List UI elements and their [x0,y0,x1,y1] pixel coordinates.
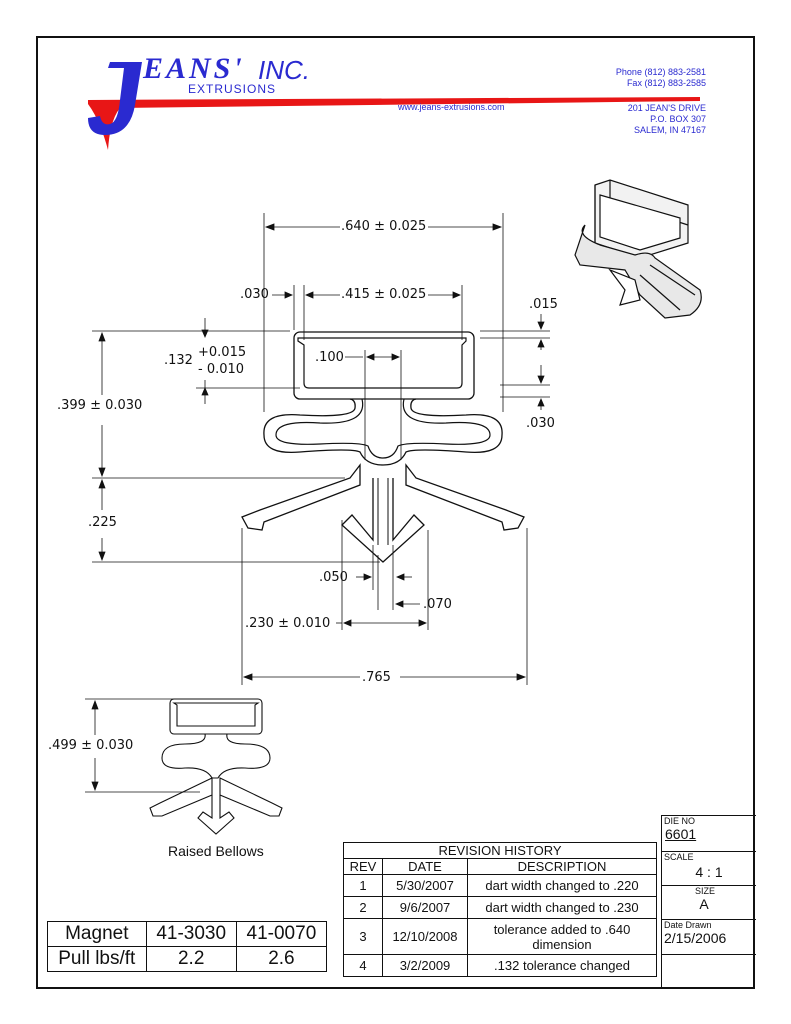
scale-cell: SCALE 4 : 1 [662,851,756,885]
magnet-pocket-outer [293,331,475,400]
table-row: 4 3/2/2009 .132 tolerance changed [343,954,657,977]
die-no-label: DIE NO [664,816,696,826]
revision-history-title: REVISION HISTORY [343,842,657,859]
dim-499: .499 ± 0.030 [48,738,134,753]
table-row: 1 5/30/2007 dart width changed to .220 [343,874,657,897]
dim-100: .100 [315,350,344,365]
dim-132-plus: +0.015 [198,345,247,360]
dim-225: .225 [88,515,117,530]
bellows-outer [263,398,503,466]
right-fin [405,463,525,531]
logo-inc: INC. [258,55,310,85]
logo-red-swoosh [88,97,700,150]
col-rev: REV [343,858,383,875]
die-no-cell: DIE NO 6601 [662,815,756,851]
scale-label: SCALE [664,852,694,862]
table-row: Pull lbs/ft 2.2 2.6 [47,946,328,972]
bellows-inner [275,398,491,459]
date-drawn-cell: Date Drawn 2/15/2006 [662,919,756,955]
dim-132: .132 [164,353,193,368]
website: www.jeans-extrusions.com [398,102,505,112]
dim-415: .415 ± 0.025 [341,287,427,302]
title-block: DIE NO 6601 SCALE 4 : 1 SIZE A Date Draw… [661,815,756,989]
table-row: 3 12/10/2008 tolerance added to .640 dim… [343,918,657,955]
col-description: DESCRIPTION [467,858,657,875]
date-drawn-value: 2/15/2006 [664,930,727,946]
magnet-table: Magnet 41-3030 41-0070 Pull lbs/ft 2.2 2… [47,921,328,972]
dim-230: .230 ± 0.010 [245,616,331,631]
dim-030-right: .030 [526,416,555,431]
center-dart [341,478,425,563]
raised-bellows-profile [149,698,283,835]
size-label: SIZE [694,886,715,896]
dim-030-top: .030 [240,287,269,302]
table-row: Magnet 41-3030 41-0070 [47,921,328,947]
phone: Phone (812) 883-2581 [615,67,706,77]
die-no-value: 6601 [665,826,697,842]
drawing-frame [36,36,755,989]
dim-399: .399 ± 0.030 [57,398,143,413]
date-drawn-label: Date Drawn [664,920,712,930]
contact-phone-fax: Phone (812) 883-2581 Fax (812) 883-2585 [560,67,706,89]
revision-history-table: REVISION HISTORY REV DATE DESCRIPTION 1 … [343,842,657,977]
col-date: DATE [382,858,468,875]
isometric-sketch [574,179,702,319]
address-line-1: 201 JEAN'S DRIVE [627,103,706,113]
dim-050: .050 [319,570,348,585]
caption-raised-bellows: Raised Bellows [168,843,264,859]
table-row: 2 9/6/2007 dart width changed to .230 [343,896,657,919]
dim-070: .070 [423,597,452,612]
size-cell: SIZE A [662,885,756,919]
size-value: A [699,896,709,912]
scale-value: 4 : 1 [695,864,723,880]
dim-132-minus: - 0.010 [198,362,245,377]
address-line-3: SALEM, IN 47167 [633,125,706,135]
contact-address: 201 JEAN'S DRIVE P.O. BOX 307 SALEM, IN … [560,103,706,136]
logo-extrusions: EXTRUSIONS [188,82,277,96]
logo-brand: EANS' [143,52,245,85]
logo-j-letter [88,62,142,135]
logo-graphic [88,62,700,150]
dim-015: .015 [529,297,558,312]
left-fin [241,463,361,531]
dim-640: .640 ± 0.025 [341,219,427,234]
address-line-2: P.O. BOX 307 [650,114,706,124]
dim-765: .765 [362,670,391,685]
fax: Fax (812) 883-2585 [626,78,706,88]
magnet-pocket-inner [297,337,467,389]
